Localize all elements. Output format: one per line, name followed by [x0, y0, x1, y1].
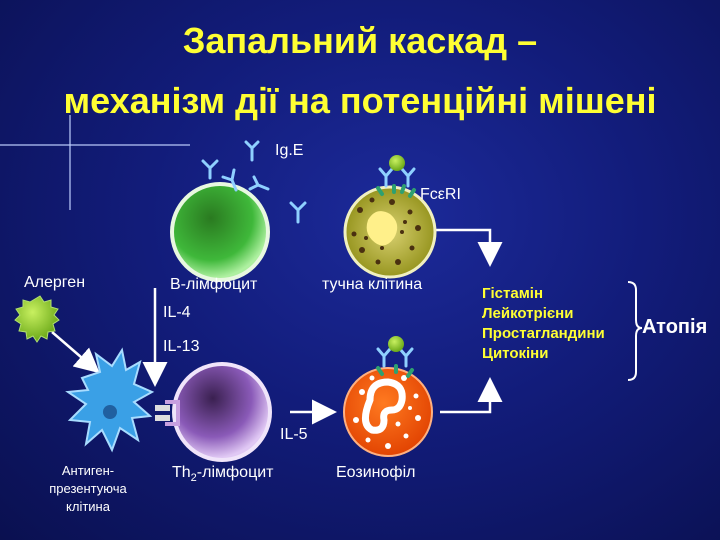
- ige-label: Ig.E: [275, 142, 304, 159]
- th2-label-rest: -лімфоцит: [196, 464, 274, 481]
- mediator-item: Цитокіни: [482, 345, 549, 362]
- title-line-2: механізм дії на потенційні мішені: [63, 80, 657, 121]
- mast-cell: [343, 185, 437, 279]
- bound-allergen-eos: [388, 336, 404, 352]
- il4-label: IL-4: [163, 304, 191, 321]
- th2-label: Th2-лімфоцит: [172, 464, 274, 484]
- th2-lymphocyte-cell: [172, 362, 272, 462]
- eosinophil-label: Еозинофіл: [336, 464, 416, 481]
- mast-cell-label: тучна клітина: [322, 276, 423, 293]
- tcr-connector: [165, 400, 180, 426]
- allergen-particle: [14, 295, 60, 343]
- connections: [51, 228, 503, 425]
- apc-label-line: Антиген-: [61, 463, 115, 478]
- title-line-1: Запальний каскад –: [182, 20, 538, 61]
- apc-label-line: презентуюча: [49, 481, 127, 496]
- b-lymphocyte-cell: [170, 182, 270, 282]
- mediator-list: Гістамін Лейкотрієни Простагландини Цито…: [482, 284, 605, 364]
- b-cell-label: В-лімфоцит: [170, 276, 258, 293]
- il13-label: IL-13: [163, 338, 200, 355]
- il5-label: IL-5: [280, 426, 308, 443]
- apc-label: Антиген- презентуюча клітина: [28, 462, 148, 516]
- mediator-item: Лейкотрієни: [482, 305, 574, 322]
- bound-allergen-mast: [389, 155, 405, 171]
- th2-label-main: Th: [172, 464, 191, 481]
- mediator-item: Гістамін: [482, 285, 544, 302]
- th2-label-sub: 2: [190, 472, 197, 485]
- eosinophil-cell: [343, 367, 433, 457]
- allergen-label: Алерген: [24, 274, 86, 291]
- mediator-item: Простагландини: [482, 325, 605, 342]
- outcome-bracket: [627, 281, 643, 381]
- atopy-label: Атопія: [642, 316, 708, 338]
- ige-antibodies: [201, 140, 416, 368]
- sparkle-decoration: [0, 115, 190, 210]
- fceri-label: FcεRI: [420, 186, 461, 203]
- antigen-presenting-cell: [65, 347, 155, 453]
- fceri-receptors: [376, 184, 416, 378]
- apc-label-line: клітина: [66, 499, 110, 514]
